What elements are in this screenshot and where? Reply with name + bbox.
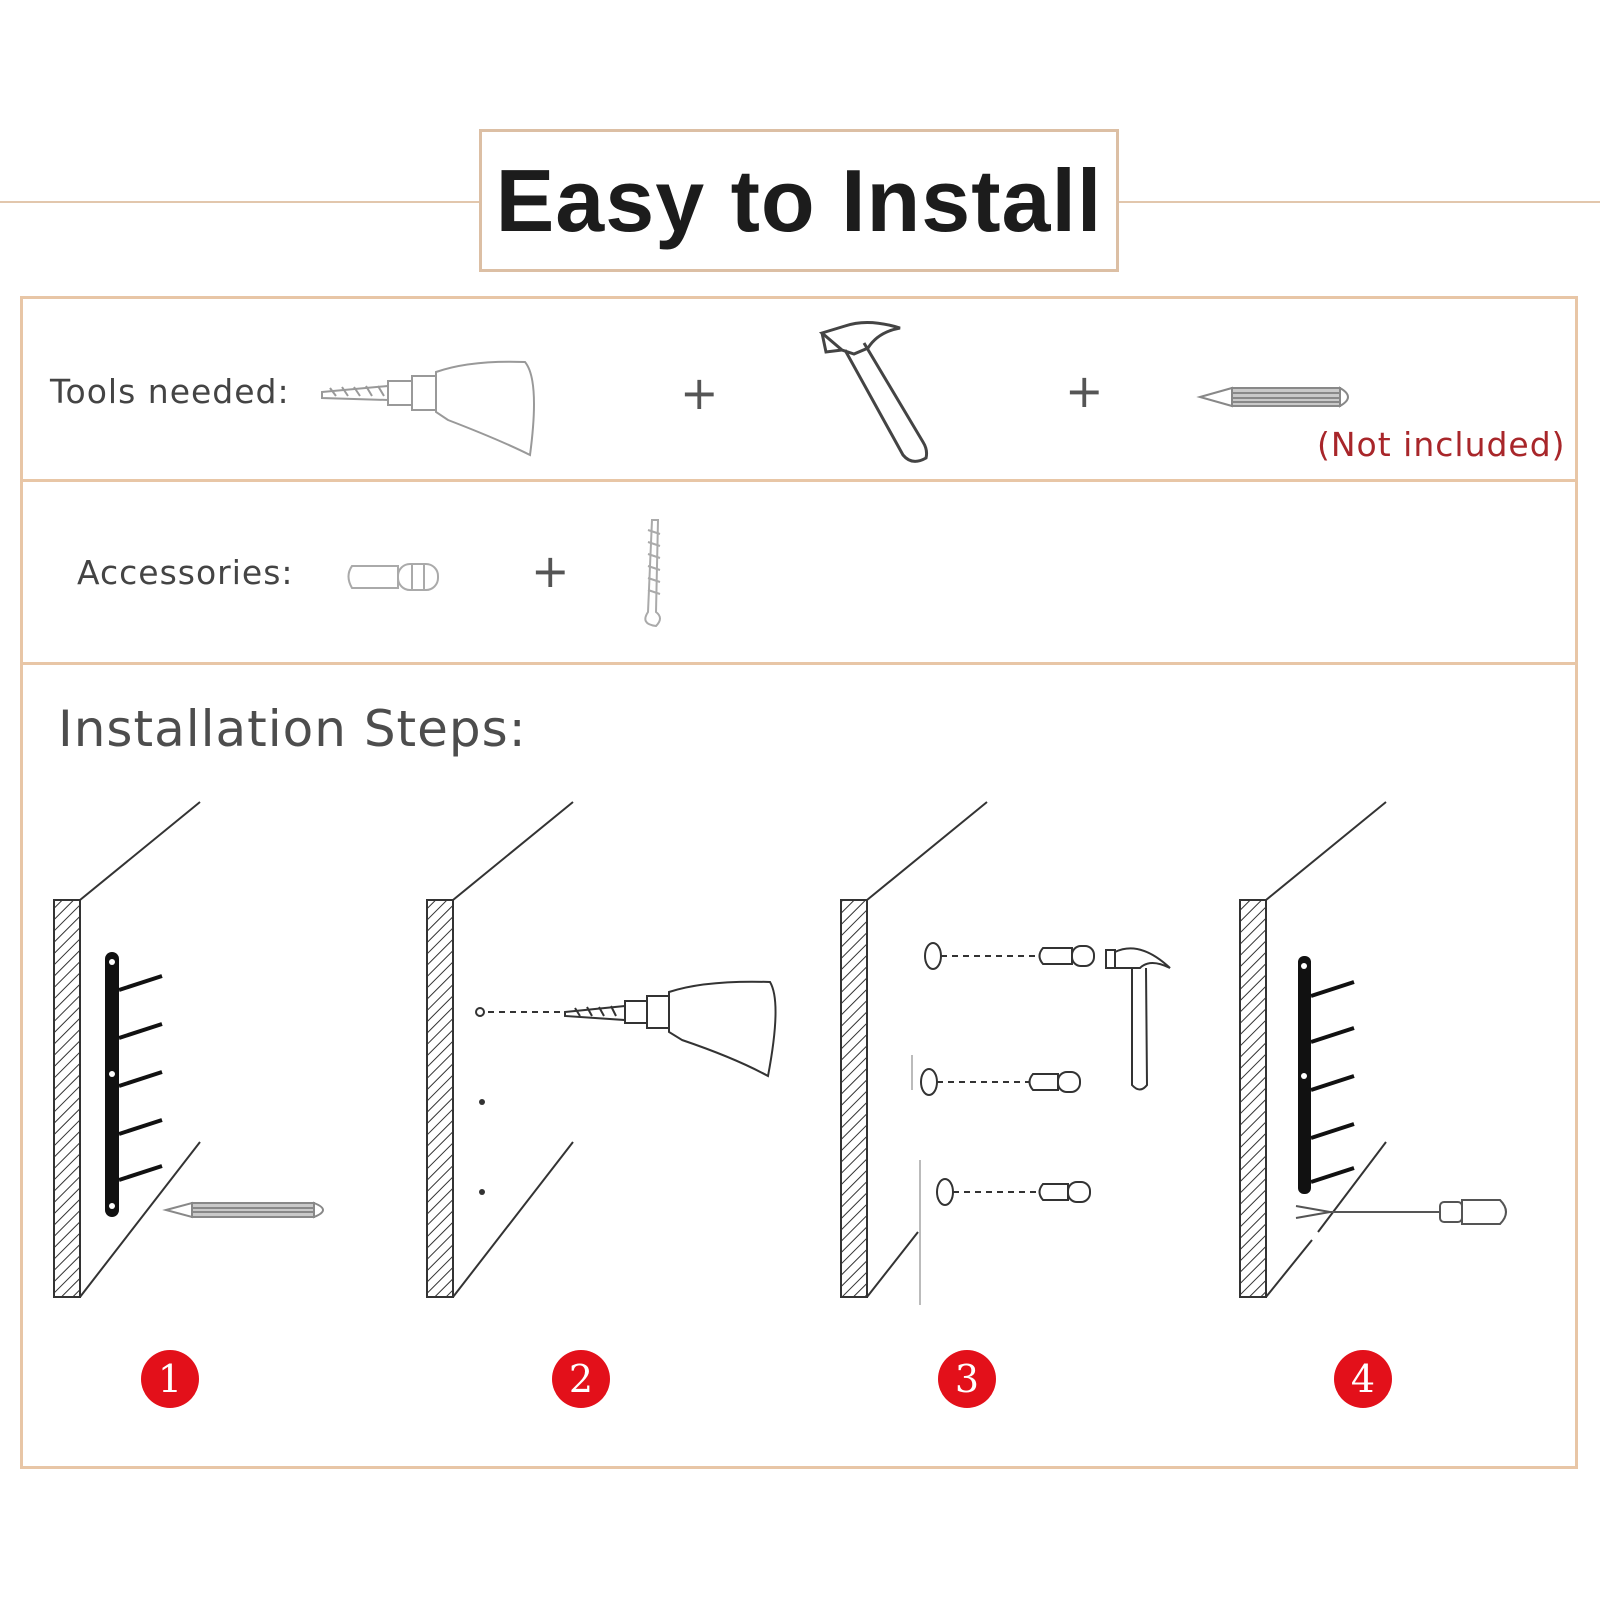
plus-sign: + [1065,364,1104,418]
accessories-label: Accessories: [77,553,294,592]
pencil-icon [1196,386,1349,408]
hammer-icon [818,321,929,463]
step-1-illustration [53,801,324,1298]
step-3-illustration [840,801,1171,1305]
content-frame [20,296,1578,1469]
wall-anchor-icon [347,563,439,591]
step-4-illustration [1239,801,1507,1298]
header-rule-left [0,201,479,203]
divider-accessories [20,662,1578,665]
plus-sign: + [531,544,570,598]
steps-label: Installation Steps: [58,700,527,758]
screw-icon [644,519,661,628]
step-2-illustration [426,801,777,1298]
plus-sign: + [680,366,719,420]
step-badge-4: 4 [1334,1350,1392,1408]
page-title: Easy to Install [495,150,1103,250]
step-badge-1: 1 [141,1350,199,1408]
step-badge-2: 2 [552,1350,610,1408]
header-rule-right [1119,201,1600,203]
drill-icon [321,360,535,457]
tools-label: Tools needed: [50,372,290,411]
divider-tools [20,479,1578,482]
not-included-note: (Not included) [1317,425,1566,464]
step-badge-3: 3 [938,1350,996,1408]
title-box: Easy to Install [479,129,1119,272]
